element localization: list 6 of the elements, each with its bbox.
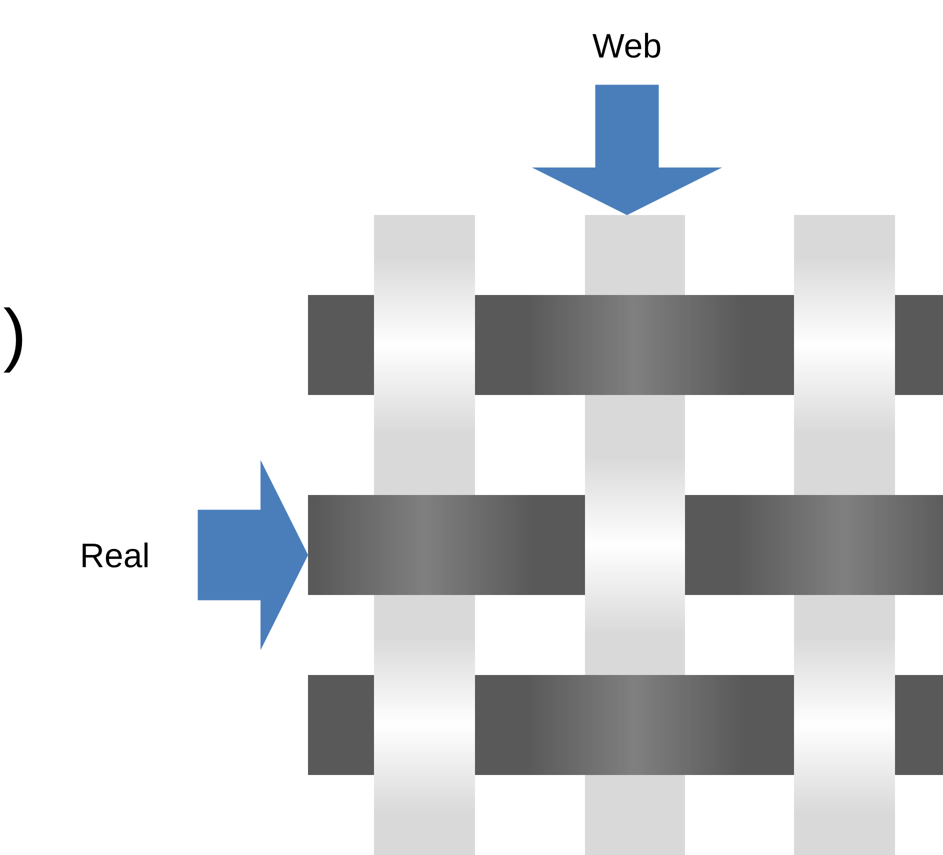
text-label: Real xyxy=(82,542,148,568)
text-label: Web xyxy=(592,32,660,58)
weave-drawing xyxy=(308,215,943,855)
parenthesis: ) xyxy=(4,307,22,373)
block-arrow xyxy=(198,460,308,650)
block-arrow xyxy=(532,84,722,216)
